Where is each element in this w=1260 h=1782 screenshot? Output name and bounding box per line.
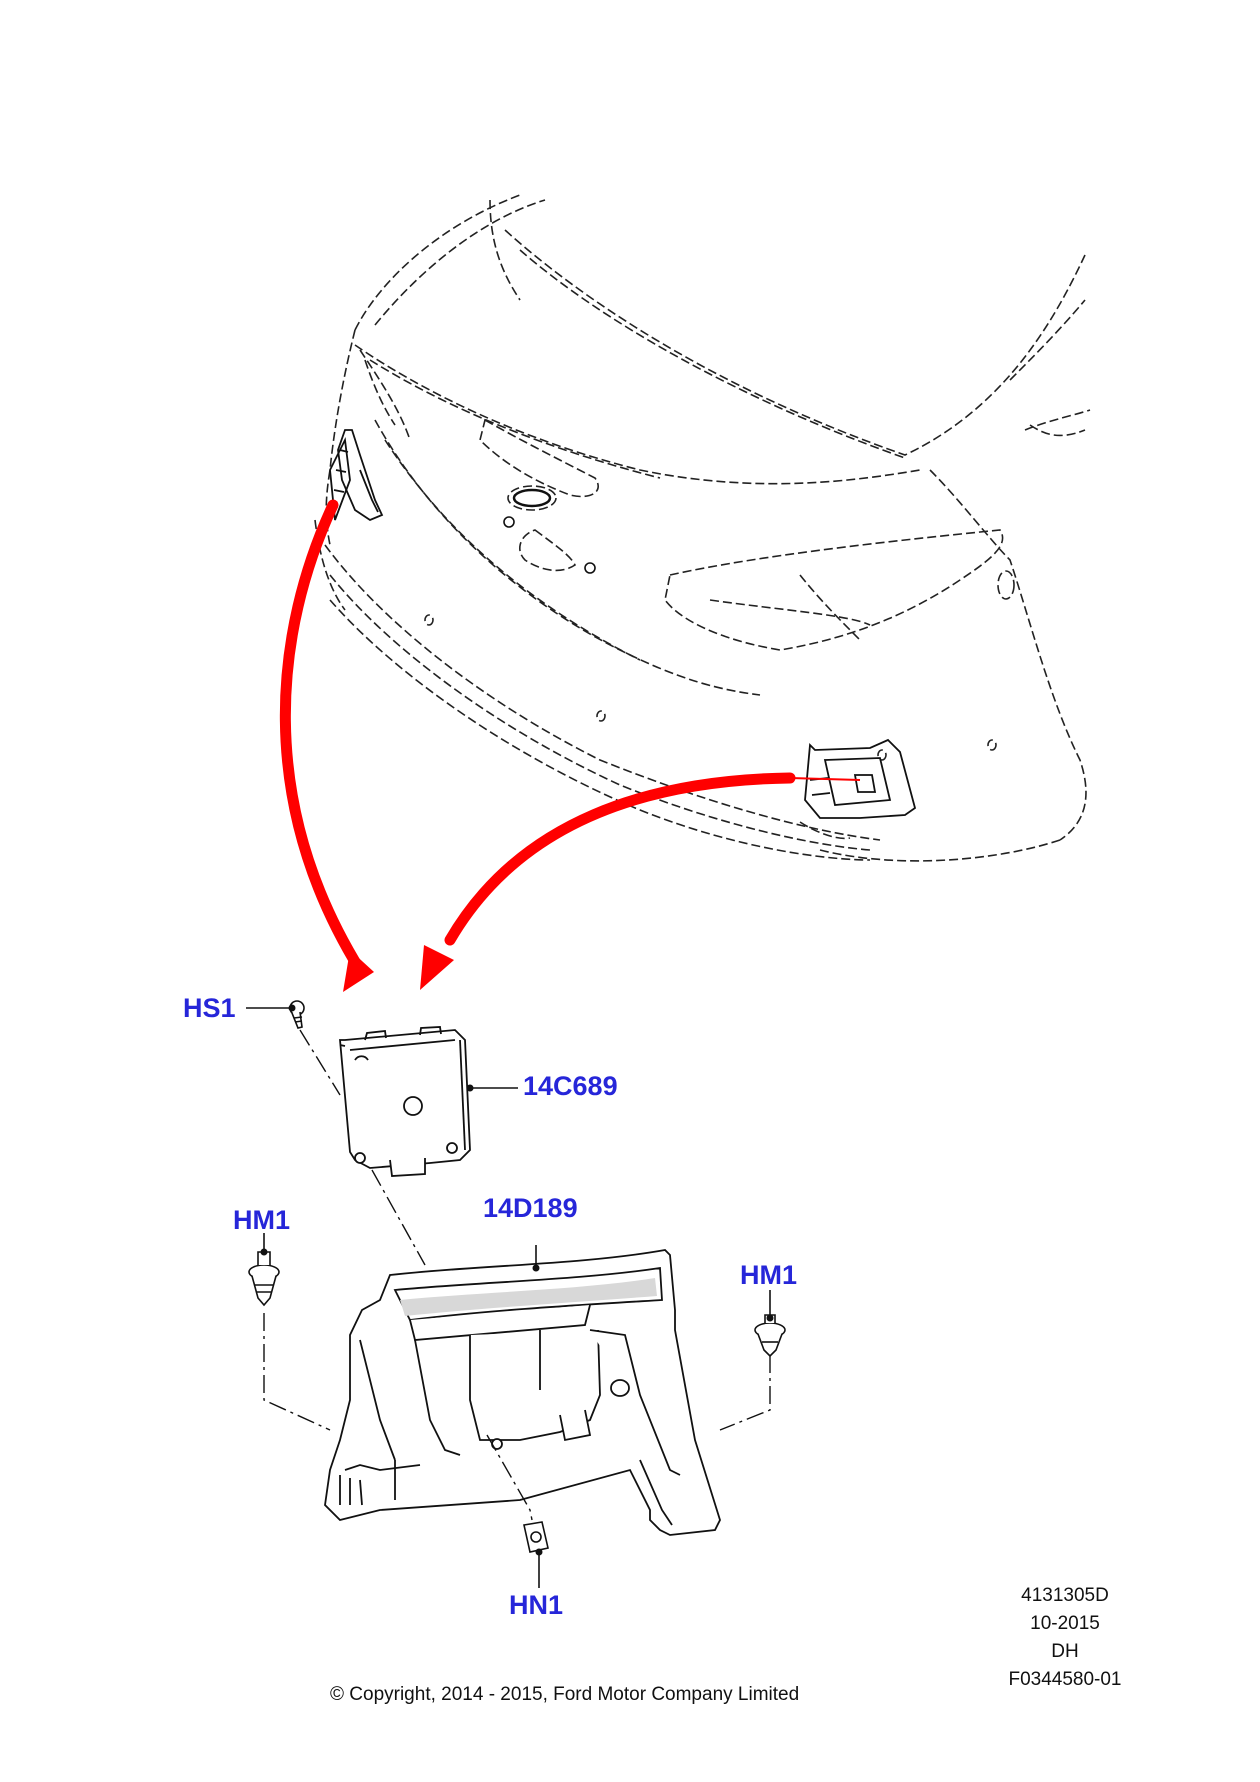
left-location-arrow bbox=[279, 499, 374, 992]
copyright-notice: © Copyright, 2014 - 2015, Ford Motor Com… bbox=[330, 1684, 800, 1705]
drawing-initials: DH bbox=[1051, 1641, 1079, 1662]
bracket-shade bbox=[400, 1278, 657, 1316]
nut-hn1 bbox=[523, 1521, 549, 1553]
screw-hs1 bbox=[289, 1000, 305, 1029]
callout-dots bbox=[260, 1004, 774, 1556]
module-dash-lines bbox=[299, 1029, 426, 1266]
vehicle-details bbox=[503, 488, 596, 574]
callout-hs1: HS1 bbox=[183, 993, 236, 1023]
callout-hm1-left: HM1 bbox=[233, 1205, 291, 1235]
drawing-number: 4131305D bbox=[1021, 1585, 1109, 1606]
figure-id: F0344580-01 bbox=[1008, 1669, 1122, 1690]
callout-bracket: 14D189 bbox=[483, 1193, 578, 1223]
right-location-arrow bbox=[420, 772, 861, 990]
vehicle-rear-outline bbox=[314, 194, 1091, 862]
control-module bbox=[339, 1026, 471, 1177]
clip-hm1-left bbox=[248, 1251, 280, 1307]
drawing-info: 4131305D 10-2015 DH F0344580-01 bbox=[985, 1582, 1145, 1694]
callout-module: 14C689 bbox=[523, 1071, 618, 1101]
drawing-date: 10-2015 bbox=[1030, 1613, 1100, 1634]
callout-hn1: HN1 bbox=[509, 1590, 564, 1620]
callout-hm1-right: HM1 bbox=[740, 1260, 798, 1290]
fastener-dash-lines bbox=[263, 1313, 771, 1521]
